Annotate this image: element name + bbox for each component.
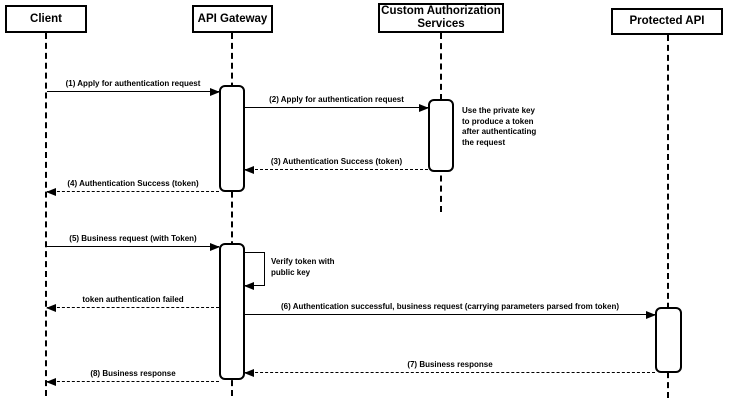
message-6-auth-successful-business-request: (6) Authentication successful, business … <box>245 299 656 319</box>
message-8-label: (8) Business response <box>90 369 176 378</box>
actor-client: Client <box>5 5 87 33</box>
arrowhead-left-icon <box>46 187 56 196</box>
arrowhead-right-icon <box>210 87 220 96</box>
message-3-auth-success: (3) Authentication Success (token) <box>244 154 428 174</box>
message-8-business-response: (8) Business response <box>46 366 219 386</box>
arrowhead-left-icon <box>46 303 56 312</box>
arrowhead-left-icon <box>244 165 254 174</box>
message-1-apply-authentication: (1) Apply for authentication request <box>47 76 220 96</box>
message-token-auth-failed-line <box>47 307 219 308</box>
actor-protected-api-label: Protected API <box>629 15 705 27</box>
actor-api-gateway-label: API Gateway <box>197 12 268 25</box>
lifeline-api-gateway <box>231 33 233 396</box>
message-8-line <box>47 381 219 382</box>
message-5-label: (5) Business request (with Token) <box>69 234 197 243</box>
message-token-auth-failed: token authentication failed <box>46 292 219 312</box>
message-3-label: (3) Authentication Success (token) <box>270 157 403 166</box>
activation-protected-api <box>655 307 682 373</box>
message-7-label: (7) Business response <box>407 360 493 369</box>
actor-client-label: Client <box>30 12 62 25</box>
message-2-line <box>245 107 428 108</box>
arrowhead-right-icon <box>419 103 429 112</box>
message-token-auth-failed-label: token authentication failed <box>82 295 184 304</box>
message-6-label: (6) Authentication successful, business … <box>280 302 620 311</box>
activation-api-gateway-auth <box>219 85 245 192</box>
message-3-line <box>245 169 428 170</box>
arrowhead-right-icon <box>646 310 656 319</box>
message-7-line <box>245 372 655 373</box>
message-1-label: (1) Apply for authentication request <box>65 79 201 88</box>
arrowhead-left-icon <box>46 377 56 386</box>
message-6-line <box>245 314 655 315</box>
message-1-line <box>47 91 219 92</box>
self-message-verify-token-loop <box>244 252 265 290</box>
message-5-line <box>47 246 219 247</box>
activation-api-gateway-business <box>219 243 245 380</box>
actor-custom-authorization-services-label: Custom Authorization Services <box>381 5 501 30</box>
self-message-verify-token-label: Verify token with public key <box>271 257 335 277</box>
activation-custom-authorization-services <box>428 99 454 172</box>
actor-api-gateway: API Gateway <box>192 5 273 33</box>
message-2-apply-authentication: (2) Apply for authentication request <box>245 92 429 112</box>
arrowhead-left-icon <box>244 368 254 377</box>
message-4-label: (4) Authentication Success (token) <box>67 179 199 188</box>
arrowhead-right-icon <box>210 242 220 251</box>
message-4-line <box>47 191 219 192</box>
arrowhead-left-icon <box>244 282 254 290</box>
message-5-business-request: (5) Business request (with Token) <box>47 231 220 251</box>
actor-protected-api: Protected API <box>611 8 723 35</box>
message-2-label: (2) Apply for authentication request <box>269 95 404 104</box>
lifeline-client <box>45 33 47 396</box>
lifeline-protected-api <box>667 35 669 398</box>
message-7-business-response: (7) Business response <box>244 357 655 377</box>
message-4-auth-success: (4) Authentication Success (token) <box>46 176 219 196</box>
note-private-key: Use the private key to produce a token a… <box>462 106 537 147</box>
actor-custom-authorization-services: Custom Authorization Services <box>378 3 504 33</box>
